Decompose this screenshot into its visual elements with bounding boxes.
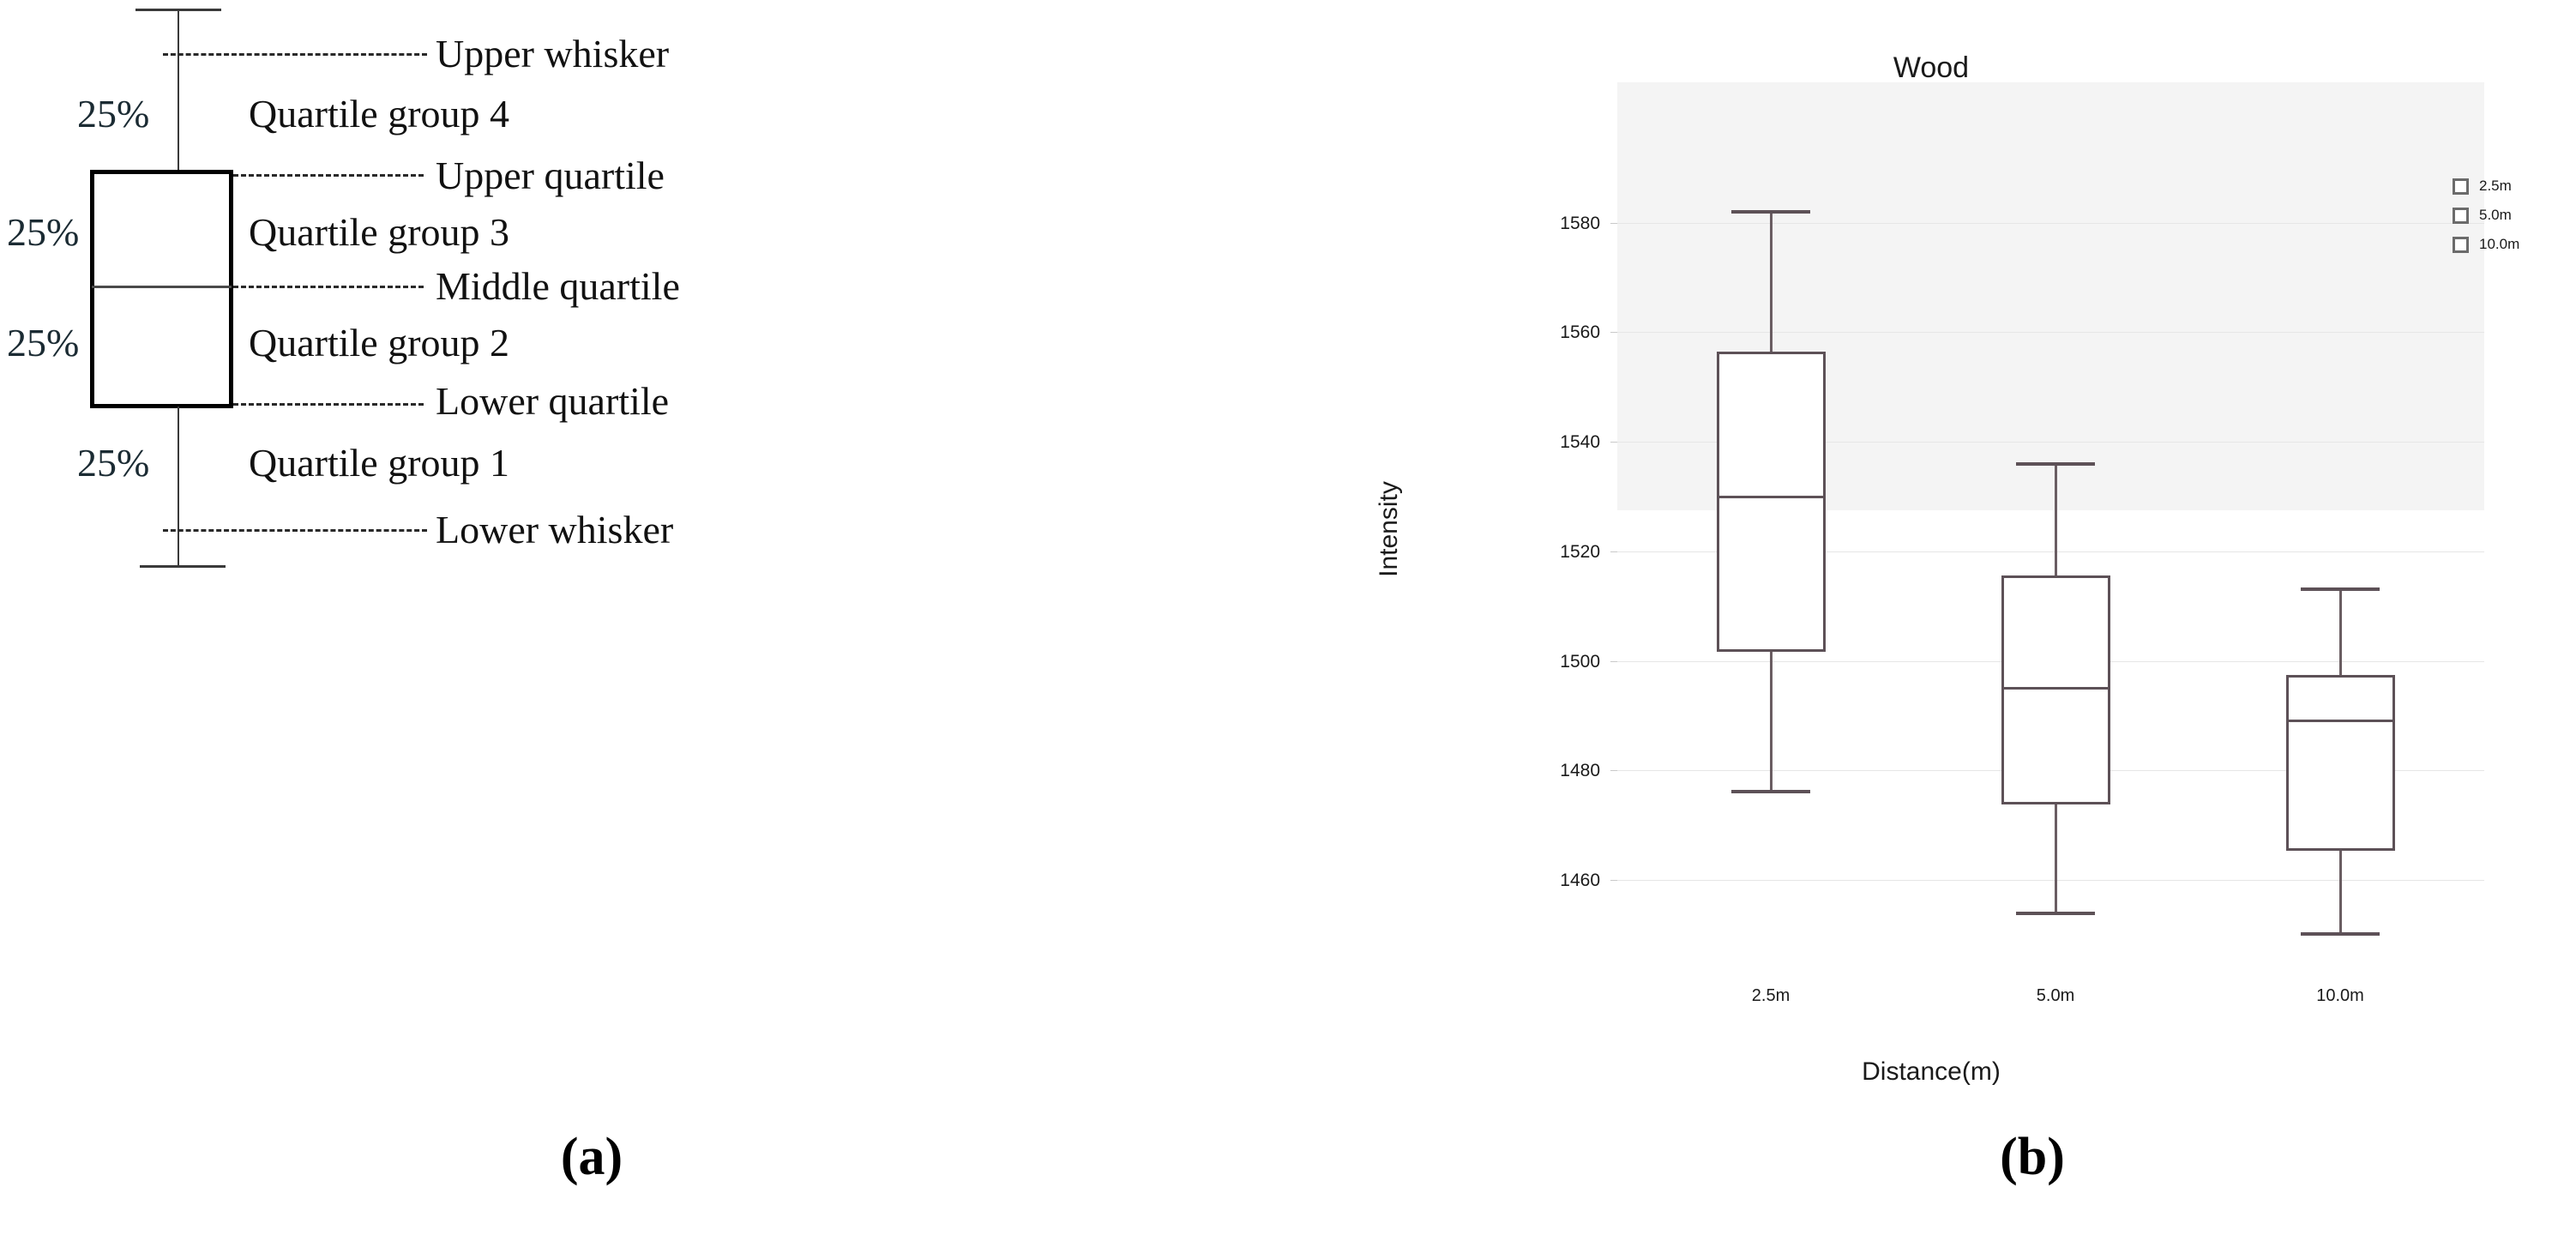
box-3-upper-whisker-cap [2301,587,2380,591]
gridline-1460 [1617,880,2484,881]
box-2-lower-whisker-cap [2016,912,2095,915]
ytick-mark-1480 [1610,770,1617,771]
label-lower-quartile: Lower quartile [436,379,670,423]
schematic-lower-whisker-stem [178,407,179,567]
ytick-label-1540: 1540 [1560,432,1600,452]
legend-swatch-icon [2453,178,2469,195]
box-2-median-line [2001,687,2110,690]
legend-label-10-0m: 10.0m [2479,236,2520,252]
box-2-body [2001,575,2110,804]
xtick-label-10-0m: 10.0m [2316,986,2364,1005]
box-1-median-line [1717,496,1826,498]
gridline-1520 [1617,551,2484,552]
label-quartile-group-3: Quartile group 3 [249,210,510,254]
chart-legend: 2.5m 5.0m 10.0m [2453,172,2519,259]
box-1-lower-whisker-cap [1731,790,1810,793]
schematic-median-line [92,286,232,288]
gridline-1540 [1617,442,2484,443]
label-upper-whisker: Upper whisker [436,32,670,75]
legend-label-2-5m: 2.5m [2479,178,2512,194]
label-lower-whisker: Lower whisker [436,508,674,551]
label-middle-quartile: Middle quartile [436,264,680,308]
xtick-label-5-0m: 5.0m [2036,986,2075,1005]
ytick-mark-1580 [1610,223,1617,224]
legend-item-5-0m[interactable]: 5.0m [2453,201,2519,230]
ytick-mark-1500 [1610,661,1617,662]
panel-a-boxplot-schematic: Upper whisker Upper quartile Middle quar… [0,0,1286,1241]
gridline-1580 [1617,223,2484,224]
box-3-body [2286,675,2395,851]
gridline-1560 [1617,332,2484,333]
chart-title: Wood [1893,51,1970,84]
label-quartile-group-2: Quartile group 2 [249,321,510,364]
legend-swatch-icon [2453,236,2469,253]
percent-label-group-1: 25% [77,441,150,485]
ytick-label-1480: 1480 [1560,761,1600,780]
percent-label-group-4: 25% [77,92,150,136]
box-1-lower-stem [1770,652,1773,792]
panel-b-caption: (b) [2000,1128,2065,1186]
leader-middle-quartile [233,286,424,288]
ytick-mark-1540 [1610,442,1617,443]
xtick-label-2-5m: 2.5m [1751,986,1791,1005]
box-3-lower-stem [2339,851,2342,934]
ytick-label-1580: 1580 [1560,214,1600,233]
percent-label-group-2: 25% [7,321,80,364]
ytick-label-1520: 1520 [1560,542,1600,562]
label-upper-quartile: Upper quartile [436,154,665,197]
x-axis-title: Distance(m) [1862,1057,2001,1086]
box-3-median-line [2286,720,2395,722]
percent-label-group-3: 25% [7,210,80,254]
panel-a-caption: (a) [560,1128,623,1186]
ytick-mark-1460 [1610,880,1617,881]
box-3-lower-whisker-cap [2301,932,2380,936]
schematic-lower-whisker-cap [140,565,226,568]
y-axis-title: Intensity [1375,481,1403,577]
leader-lower-quartile [233,403,424,406]
schematic-upper-whisker-stem [178,9,179,172]
box-1-upper-whisker-cap [1731,210,1810,214]
leader-upper-whisker [163,53,427,56]
legend-item-10-0m[interactable]: 10.0m [2453,230,2519,259]
box-2-lower-stem [2055,804,2057,913]
leader-lower-whisker [163,529,427,532]
legend-label-5-0m: 5.0m [2479,207,2512,223]
box-1-body [1717,352,1826,652]
legend-swatch-icon [2453,207,2469,224]
ytick-label-1460: 1460 [1560,871,1600,890]
box-3-upper-stem [2339,589,2342,675]
label-quartile-group-1: Quartile group 1 [249,441,510,485]
box-2-upper-whisker-cap [2016,462,2095,466]
ytick-label-1500: 1500 [1560,652,1600,672]
box-2-upper-stem [2055,464,2057,575]
ytick-label-1560: 1560 [1560,322,1600,342]
panel-b-wood-boxplot: Wood 1580 1560 1540 1520 1500 1480 1460 [1286,0,2576,1241]
legend-item-2-5m[interactable]: 2.5m [2453,172,2519,201]
ytick-mark-1520 [1610,551,1617,552]
label-quartile-group-4: Quartile group 4 [249,92,510,136]
box-1-upper-stem [1770,212,1773,352]
ytick-mark-1560 [1610,332,1617,333]
leader-upper-quartile [233,174,424,177]
schematic-box [90,170,233,408]
